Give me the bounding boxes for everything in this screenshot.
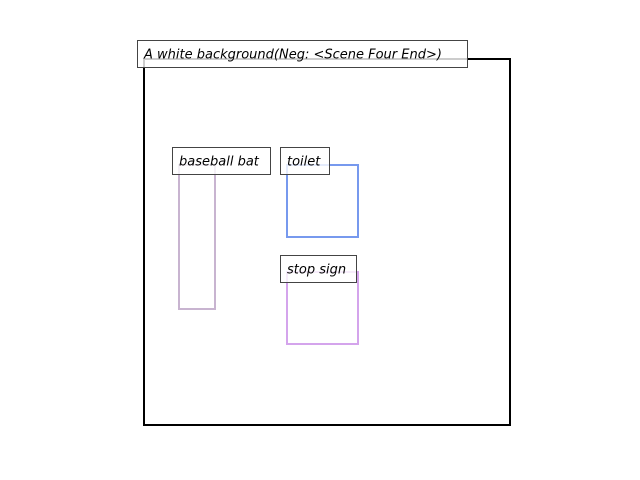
scene-caption-box	[137, 40, 468, 68]
baseball-bat-label-box	[172, 147, 271, 175]
stop-sign-label-text: stop sign	[287, 263, 346, 278]
baseball-bat-label: baseball bat	[172, 147, 271, 175]
stop-sign-label: stop sign	[280, 255, 357, 283]
scene-caption-label: A white background(Neg: <Scene Four End>…	[137, 40, 468, 68]
toilet-label-box	[280, 147, 330, 175]
baseball-bat-label-text: baseball bat	[179, 155, 260, 170]
toilet-label: toilet	[280, 147, 330, 175]
scene-caption-text: A white background(Neg: <Scene Four End>…	[143, 48, 442, 63]
toilet-label-text: toilet	[287, 155, 321, 170]
stop-sign-label-box	[280, 255, 357, 283]
